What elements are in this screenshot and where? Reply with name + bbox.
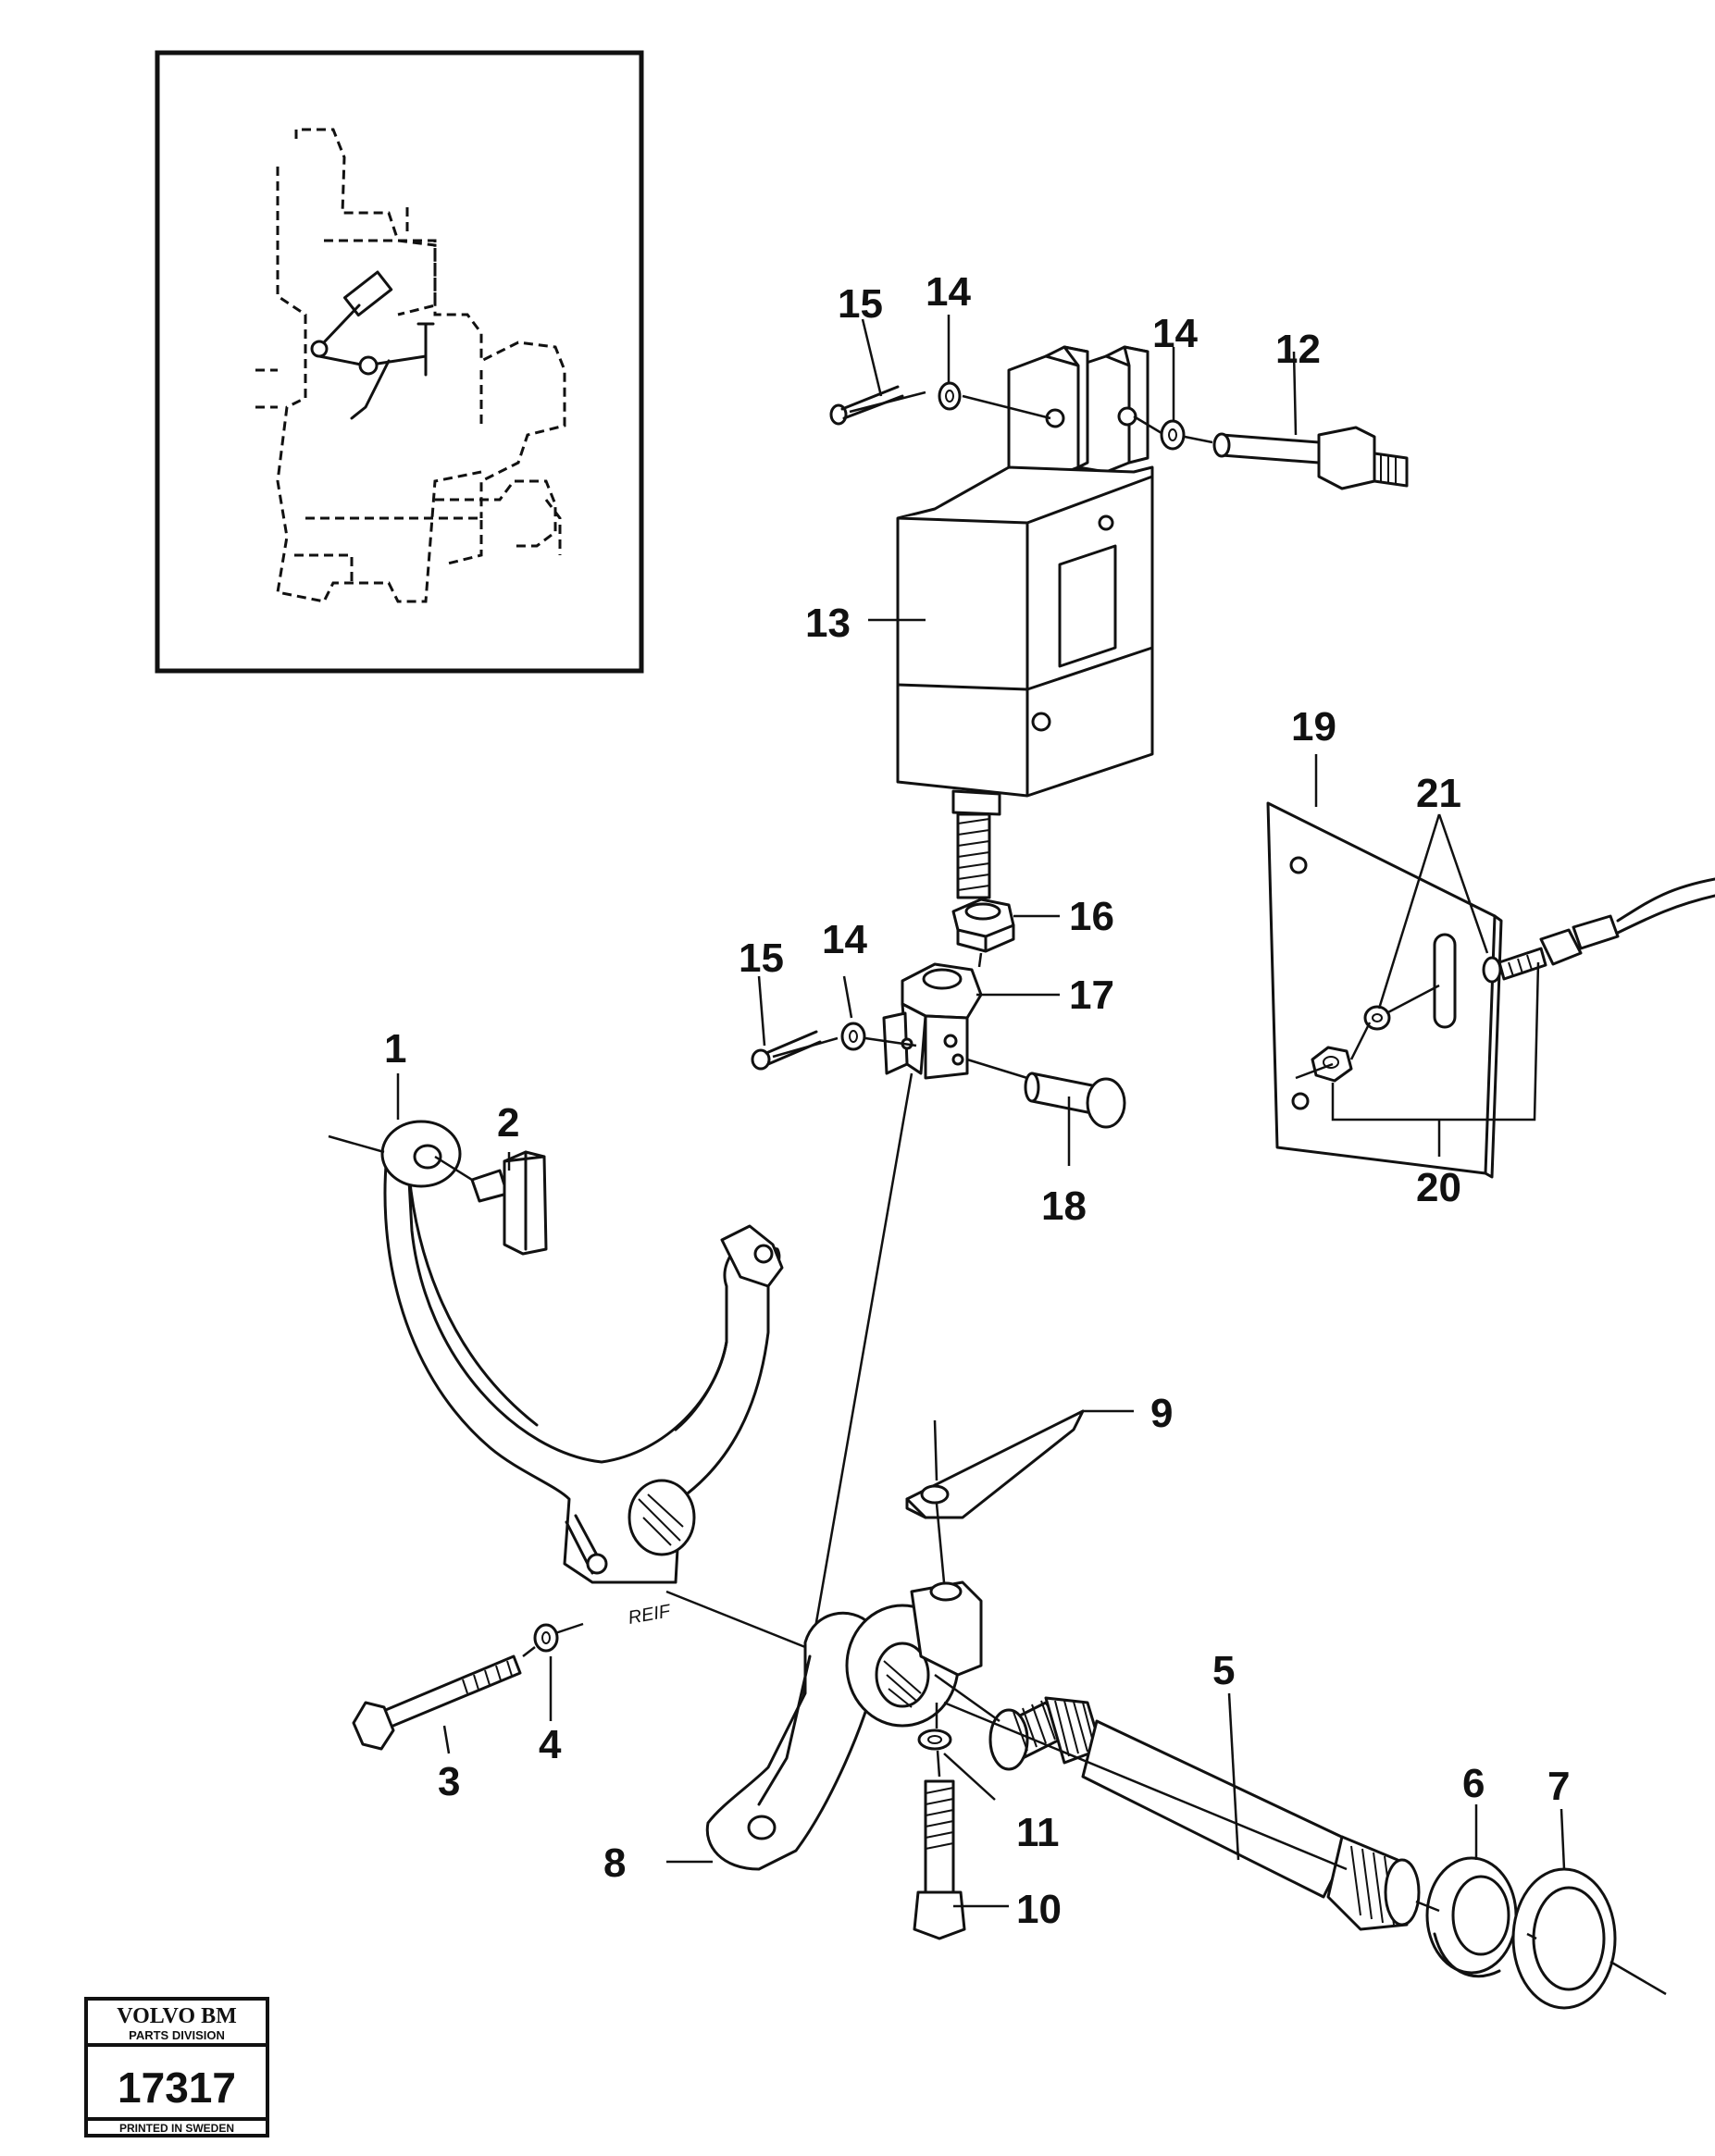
- shift-fork-1: [380, 1120, 784, 1584]
- callout-7: 7: [1547, 1764, 1570, 1809]
- cotter-pin-15-middle: [751, 1030, 822, 1071]
- callout-15-middle: 15: [739, 936, 784, 981]
- callout-19: 19: [1291, 704, 1336, 750]
- callout-17: 17: [1069, 973, 1114, 1018]
- washer-4: [533, 1623, 559, 1653]
- callout-14-middle: 14: [822, 917, 867, 962]
- callout-20: 20: [1416, 1165, 1461, 1210]
- callout-2: 2: [497, 1100, 519, 1146]
- stamp-division: PARTS DIVISION: [129, 2028, 225, 2042]
- washer-14-top-left: [938, 381, 962, 411]
- location-inset: [155, 50, 644, 674]
- stamp-footer: PRINTED IN SWEDEN: [119, 2122, 234, 2135]
- lever-8: [705, 1580, 983, 1871]
- fork-marking: REIF: [627, 1601, 673, 1629]
- screw-3: [352, 1654, 522, 1751]
- callout-11: 11: [1016, 1810, 1060, 1855]
- shaft-5: [988, 1696, 1421, 1931]
- pin-18: [1024, 1072, 1126, 1129]
- pin-12: [1212, 426, 1409, 490]
- callout-15-top: 15: [838, 281, 883, 327]
- nut-16: [951, 898, 1015, 953]
- switch-unit: [896, 345, 1154, 899]
- callout-8: 8: [603, 1840, 626, 1886]
- callout-4: 4: [539, 1722, 562, 1767]
- seal-6: [1425, 1856, 1518, 1978]
- callout-9: 9: [1150, 1391, 1173, 1436]
- washer-14-top-right: [1160, 419, 1186, 451]
- parts-stamp: VOLVO BM PARTS DIVISION 17317 PRINTED IN…: [84, 1997, 269, 2137]
- callout-14-top-right: 14: [1152, 311, 1198, 356]
- callout-leaders: [396, 315, 1566, 1908]
- callout-6: 6: [1462, 1761, 1485, 1806]
- callout-21: 21: [1416, 771, 1461, 816]
- washer-21: [1363, 1005, 1391, 1031]
- stamp-brand: VOLVO BM: [117, 2004, 237, 2028]
- callout-5: 5: [1212, 1648, 1235, 1693]
- cable-sender: [1482, 877, 1715, 984]
- washer-7: [1511, 1867, 1617, 2010]
- plunger-thread-icon: [956, 812, 991, 899]
- screw-10: [913, 1779, 966, 1940]
- callout-1: 1: [384, 1026, 406, 1072]
- inset-mechanism-icon: [310, 270, 435, 420]
- callout-12: 12: [1275, 327, 1321, 372]
- shift-pad-2: [470, 1150, 548, 1256]
- washer-11: [917, 1729, 952, 1751]
- cotter-pin-15-top: [829, 385, 904, 426]
- callout-14-top-left: 14: [926, 269, 971, 315]
- plate-9: [905, 1409, 1085, 1519]
- callout-labels: 1 2 3 4 5 6 7 8 9 10 11 12 13 14 14 14 1…: [384, 269, 1570, 1932]
- fork-head-17: [882, 962, 983, 1080]
- stamp-number: 17317: [118, 2063, 236, 2112]
- gearbox-outline-icon: [255, 128, 566, 603]
- callout-10: 10: [1016, 1887, 1062, 1932]
- callout-18: 18: [1041, 1183, 1087, 1229]
- callout-13: 13: [805, 601, 851, 646]
- callout-3: 3: [438, 1759, 460, 1804]
- washer-14-middle: [840, 1022, 866, 1051]
- bracket-19: [1266, 801, 1503, 1179]
- callout-16: 16: [1069, 894, 1114, 939]
